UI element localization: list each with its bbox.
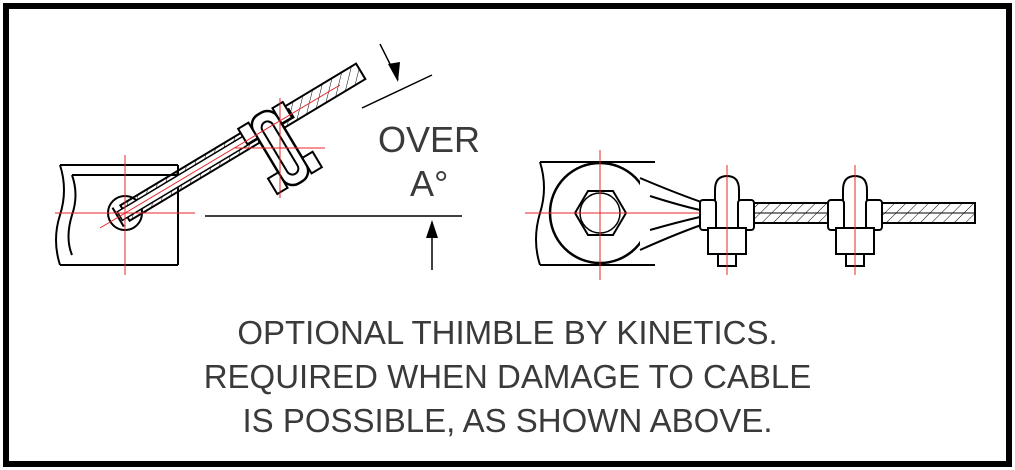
right-centerlines — [525, 150, 856, 280]
left-centerlines — [55, 84, 341, 275]
note-line-3: IS POSSIBLE, AS SHOWN ABOVE. — [242, 402, 773, 439]
right-detail — [525, 150, 976, 280]
left-cable — [111, 62, 367, 228]
left-detail — [55, 43, 462, 275]
angle-arrow-top-icon — [388, 62, 400, 82]
note-line-1: OPTIONAL THIMBLE BY KINETICS. — [237, 314, 778, 351]
angle-label-over: OVER — [378, 119, 481, 160]
angle-label-value: A° — [410, 163, 449, 204]
note-line-2: REQUIRED WHEN DAMAGE TO CABLE — [203, 358, 812, 395]
angle-arrow-bottom-icon — [426, 220, 438, 238]
